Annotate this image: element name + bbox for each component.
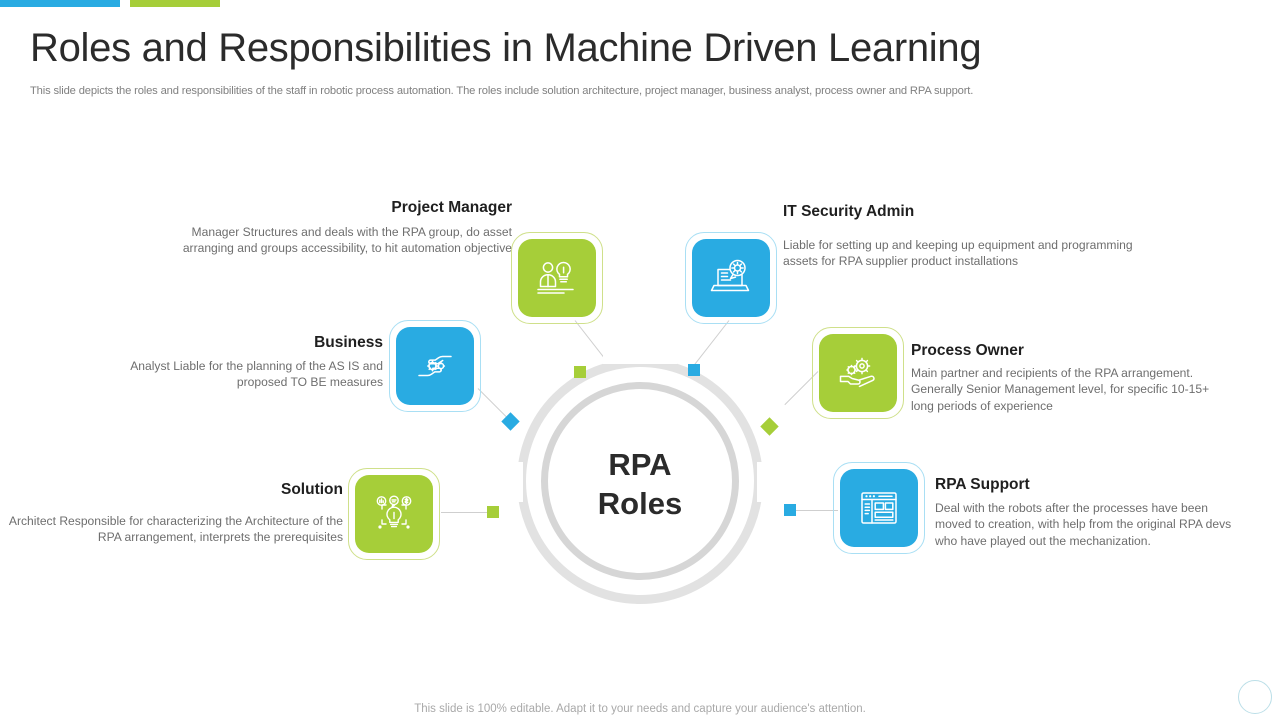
node-title-it-security-admin: IT Security Admin bbox=[783, 203, 915, 220]
tile-rpa-support[interactable] bbox=[840, 469, 918, 547]
lightbulb-gear-idea-icon bbox=[376, 495, 412, 529]
accent-bar-blue bbox=[0, 0, 120, 7]
tile-ring-project-manager bbox=[511, 232, 603, 324]
node-title-process-owner: Process Owner bbox=[911, 342, 1024, 359]
ring-marker-process-owner bbox=[760, 417, 779, 436]
page-subtitle: This slide depicts the roles and respons… bbox=[30, 85, 974, 97]
connector-solution bbox=[441, 512, 493, 513]
node-title-project-manager: Project Manager bbox=[391, 199, 512, 216]
page-title: Roles and Responsibilities in Machine Dr… bbox=[30, 26, 982, 70]
accent-bar-green bbox=[130, 0, 220, 7]
hand-gears-icon bbox=[839, 357, 875, 388]
tile-ring-solution-architect bbox=[348, 468, 440, 560]
node-title-rpa-support: RPA Support bbox=[935, 476, 1030, 493]
connector-rpa-support bbox=[790, 510, 838, 511]
tile-ring-process-owner bbox=[812, 327, 904, 419]
tile-ring-rpa-support bbox=[833, 462, 925, 554]
tile-it-security-admin[interactable] bbox=[692, 239, 770, 317]
tile-solution-architect[interactable] bbox=[355, 475, 433, 553]
tile-business-analyst[interactable] bbox=[396, 327, 474, 405]
center-label: RPA Roles bbox=[517, 446, 763, 524]
node-body-solution-architect: Architect Responsible for characterizing… bbox=[8, 514, 343, 545]
ring-marker-solution bbox=[487, 506, 499, 518]
dashboard-window-icon bbox=[861, 492, 897, 524]
center-label-line1: RPA bbox=[608, 447, 672, 482]
tile-project-manager[interactable] bbox=[518, 239, 596, 317]
ring-gap-top bbox=[603, 350, 677, 364]
ring-marker-it-security bbox=[688, 364, 700, 376]
ring-gap-right bbox=[757, 462, 771, 502]
node-title-business-analyst: Business bbox=[314, 334, 383, 351]
hands-gears-icon bbox=[418, 355, 452, 377]
central-ring: RPA Roles bbox=[509, 350, 771, 604]
ring-marker-rpa-support bbox=[784, 504, 796, 516]
node-body-process-owner: Main partner and recipients of the RPA a… bbox=[911, 366, 1210, 413]
corner-circle-decoration bbox=[1238, 680, 1272, 714]
center-label-line2: Roles bbox=[597, 485, 683, 521]
node-body-rpa-support: Deal with the robots after the processes… bbox=[935, 501, 1232, 548]
node-title-solution-architect: Solution bbox=[281, 481, 343, 498]
tile-ring-business-analyst bbox=[389, 320, 481, 412]
connector-business-analyst bbox=[477, 388, 509, 419]
node-body-business-analyst: Analyst Liable for the planning of the A… bbox=[130, 359, 383, 390]
tile-process-owner[interactable] bbox=[819, 334, 897, 412]
ring-marker-project-manager bbox=[574, 366, 586, 378]
node-body-it-security-admin: Liable for setting up and keeping up equ… bbox=[783, 238, 1133, 269]
person-lightbulb-icon bbox=[537, 261, 574, 294]
ring-gap-left bbox=[509, 462, 523, 502]
ring-inner bbox=[541, 382, 739, 580]
laptop-gear-icon bbox=[710, 259, 750, 292]
tile-ring-it-security-admin bbox=[685, 232, 777, 324]
footer-note: This slide is 100% editable. Adapt it to… bbox=[414, 703, 866, 715]
node-body-project-manager: Manager Structures and deals with the RP… bbox=[182, 225, 512, 256]
